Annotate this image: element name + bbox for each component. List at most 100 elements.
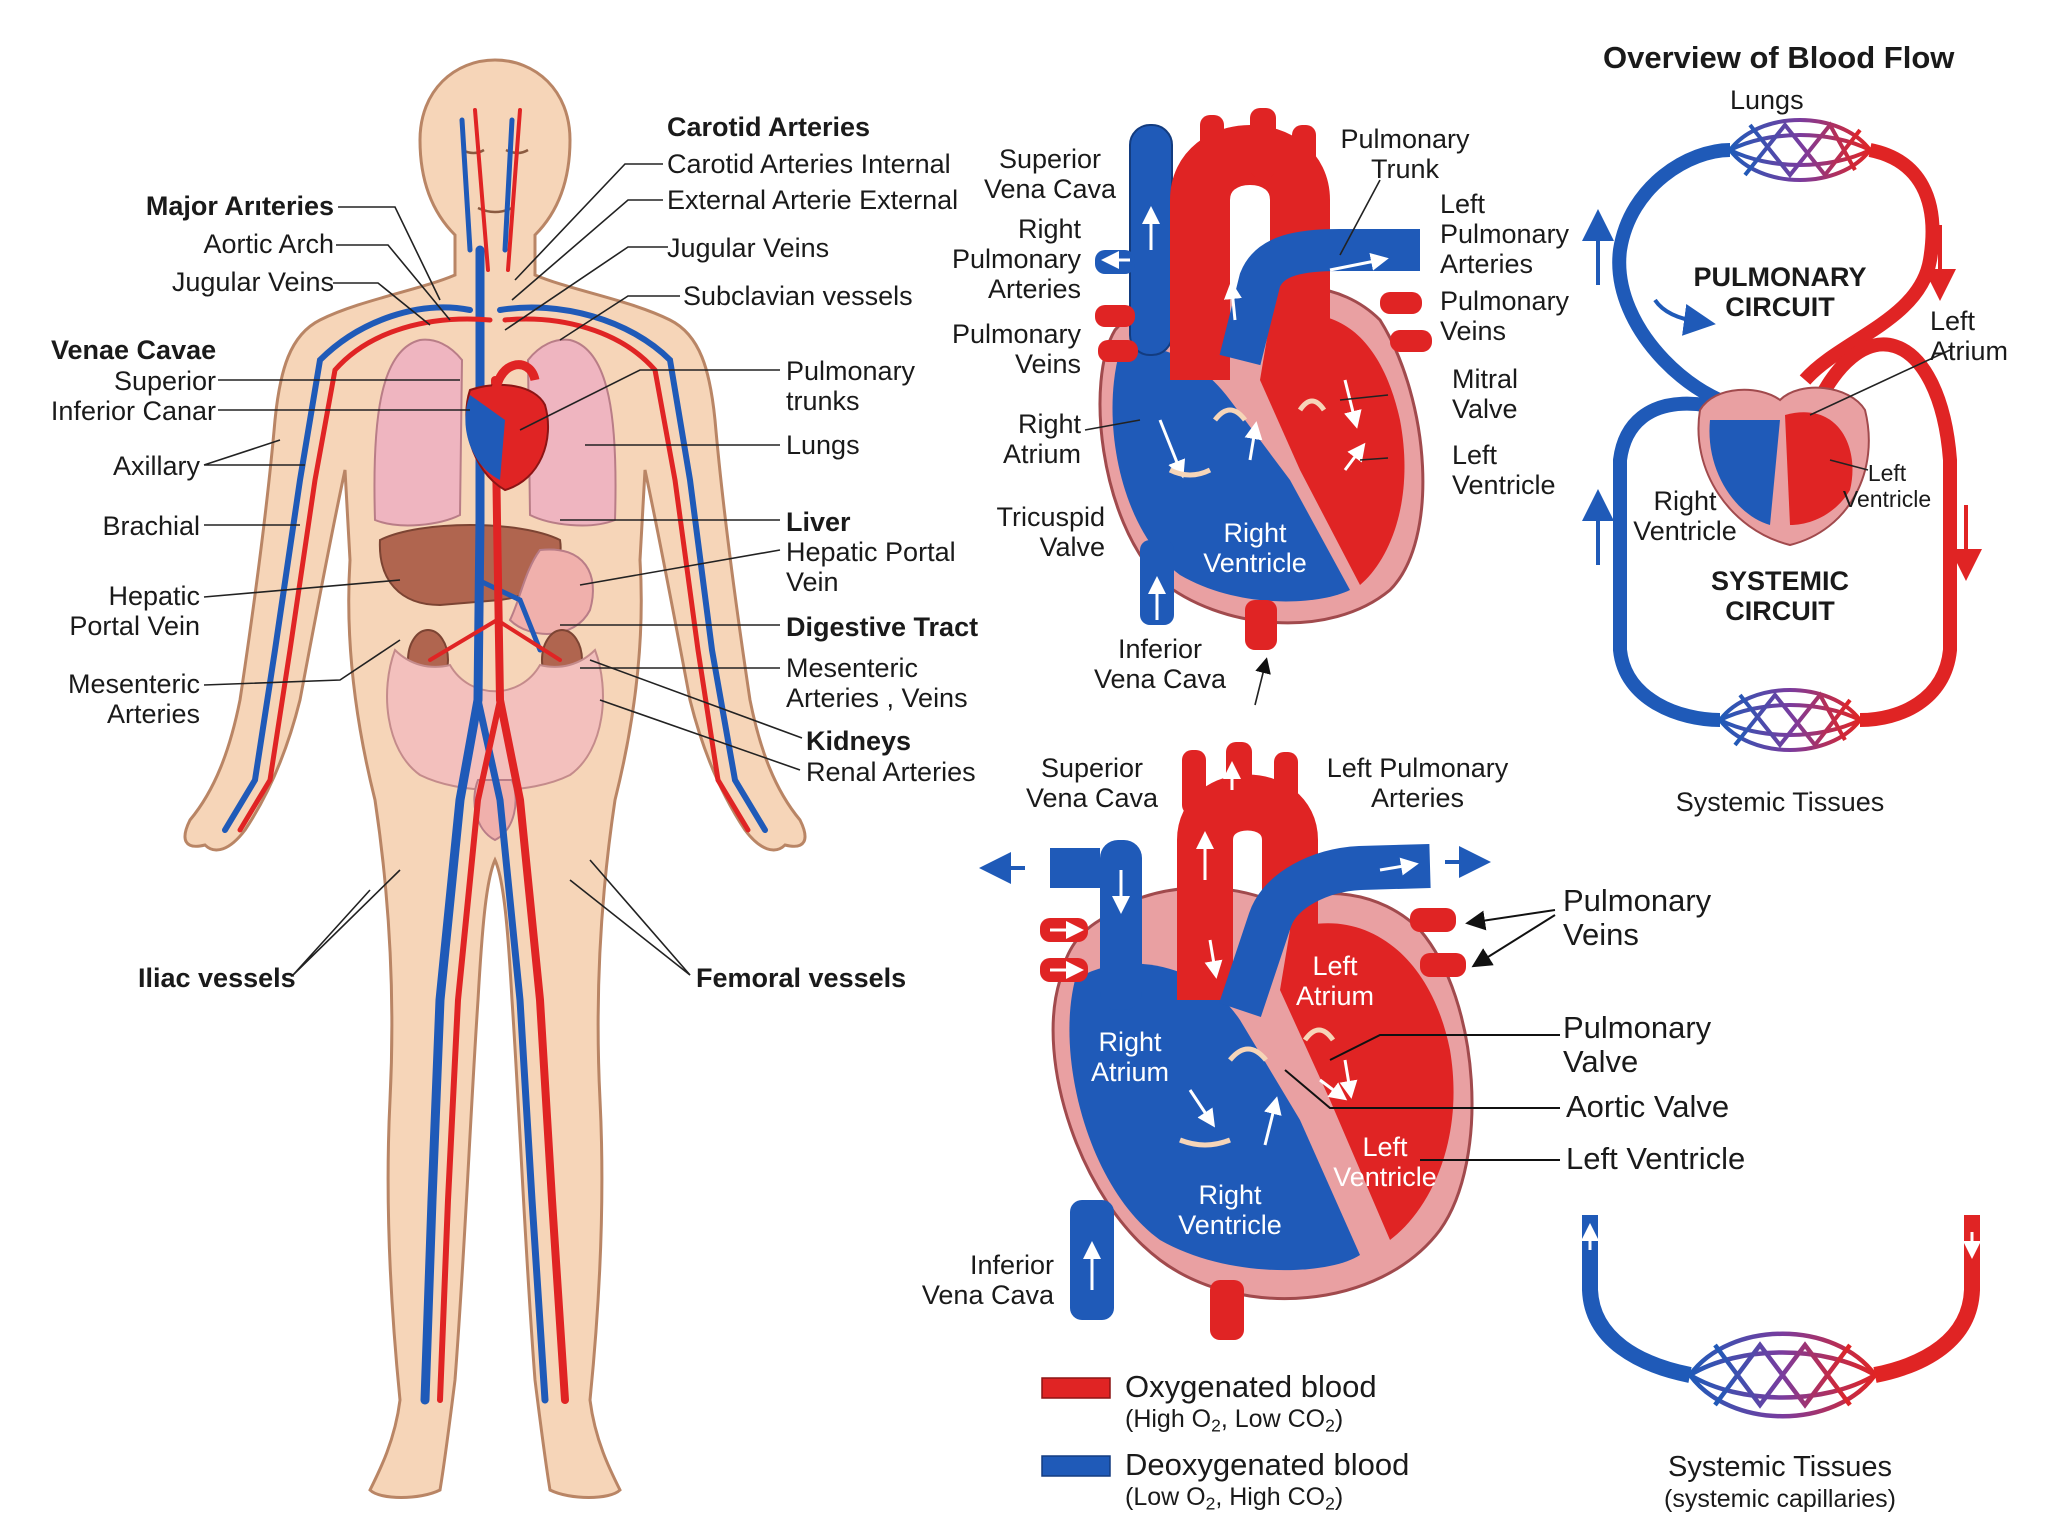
heart-top-pulmonary-trunk xyxy=(1219,229,1420,366)
heart-top-pv-r1 xyxy=(1380,292,1422,314)
label-renal-arteries: Renal Arteries xyxy=(806,757,976,787)
label-bottom-left-ventricle-inner: Left Ventricle xyxy=(1333,1132,1437,1192)
systemic-capillaries-detail xyxy=(1581,1215,1981,1419)
heart-bottom-svc xyxy=(1100,840,1142,1010)
label-top-pulmonary-veins-right: Pulmonary Veins xyxy=(1440,286,1570,346)
legend-deoxygenated-label: Deoxygenated blood xyxy=(1125,1447,1410,1482)
label-bottom-right-ventricle: Right Ventricle xyxy=(1178,1180,1282,1240)
label-hepatic-portal-vein-right: Hepatic Portal Vein xyxy=(786,537,956,597)
label-digestive-tract: Digestive Tract xyxy=(786,612,979,642)
heart-top-pv-l1 xyxy=(1095,305,1135,327)
heart-top-descending-aorta xyxy=(1245,600,1277,650)
heart-bottom-left-side xyxy=(1280,923,1454,1240)
label-jugular-veins-left: Jugular Veins xyxy=(171,267,334,297)
overview-leader-la xyxy=(1809,349,1951,416)
label-bottom-pulmonary-veins: Pulmonary Veins xyxy=(1563,883,1712,952)
body-veins xyxy=(222,117,768,1405)
label-top-left-ventricle: Left Ventricle xyxy=(1452,440,1556,500)
overview-left-atrium: Left Atrium xyxy=(1930,306,2009,366)
heart-upper-diagram xyxy=(1095,108,1432,650)
label-external-arterie: External Arterie External xyxy=(667,185,959,215)
label-mesenteric-av: Mesenteric Arteries , Veins xyxy=(786,653,968,713)
heart-top-leader-lines xyxy=(1084,179,1389,706)
label-inferior-canar: Inferior Canar xyxy=(50,396,216,426)
label-carotid-internal: Carotid Arteries Internal xyxy=(667,149,951,179)
label-hepatic-portal-vein-left: Hepatic Portal Vein xyxy=(69,581,200,641)
label-brachial: Brachial xyxy=(102,511,200,541)
heart-top-aorta-branch-1 xyxy=(1200,115,1224,185)
label-top-svc: Superior Vena Cava xyxy=(983,144,1117,204)
human-body-figure xyxy=(183,58,807,1499)
heart-lower-diagram xyxy=(979,742,1491,1340)
systemic-capillaries xyxy=(1718,688,1862,752)
label-bottom-left-atrium: Left Atrium xyxy=(1295,951,1374,1011)
heart-top-aorta-branch-2 xyxy=(1250,108,1276,178)
heart-bottom-valves xyxy=(1179,1027,1336,1148)
overview-arrow-curve xyxy=(1653,298,1716,336)
overview-title: Overview of Blood Flow xyxy=(1603,40,1955,75)
cap-detail-blue-vessel xyxy=(1582,1215,1692,1383)
capillaries-sub: (systemic capillaries) xyxy=(1664,1485,1896,1513)
label-lungs: Lungs xyxy=(786,430,860,460)
heart-bottom-flow-arrows xyxy=(1050,761,1419,1290)
legend-oxygenated-detail: (High O2, Low CO2) xyxy=(1125,1405,1344,1436)
label-top-left-pulmonary-arteries: Left Pulmonary Arteries xyxy=(1440,189,1570,279)
body-leader-lines xyxy=(203,163,803,976)
heart-top-aorta-branch-3 xyxy=(1292,125,1316,195)
label-bottom-aortic-valve: Aortic Valve xyxy=(1566,1089,1730,1124)
overview-lungs: Lungs xyxy=(1730,85,1804,115)
right-lung xyxy=(526,338,617,527)
label-top-pulmonary-trunk: Pulmonary Trunk xyxy=(1340,124,1470,184)
label-jugular-veins-right: Jugular Veins xyxy=(667,233,830,263)
label-top-right-ventricle: Right Ventricle xyxy=(1203,518,1307,578)
blood-flow-overview xyxy=(1582,118,1982,752)
legend-deoxygenated-detail: (Low O2, High CO2) xyxy=(1125,1483,1344,1514)
label-femoral-vessels: Femoral vessels xyxy=(696,963,907,993)
label-top-ivc: Inferior Vena Cava xyxy=(1093,634,1227,694)
heart-bottom-pv-r1 xyxy=(1410,908,1456,932)
overview-heart-left xyxy=(1785,412,1853,525)
heart-top-pv-l2 xyxy=(1098,340,1138,362)
overview-pulmonary-circuit: PULMONARY CIRCUIT xyxy=(1693,262,1867,322)
lung-capillaries xyxy=(1728,118,1872,182)
systemic-loop-red xyxy=(1803,337,1957,727)
heart-bottom-aorta-branch-2 xyxy=(1226,742,1252,807)
label-bottom-svc: Superior Vena Cava xyxy=(1025,753,1159,813)
label-liver: Liver xyxy=(786,507,851,537)
heart-bottom-leader-lines xyxy=(1284,909,1560,1161)
overview-right-ventricle: Right Ventricle xyxy=(1633,486,1737,546)
label-superior: Superior xyxy=(113,366,216,396)
heart-bottom-pv-r2 xyxy=(1420,953,1466,977)
label-bottom-left-ventricle: Left Ventricle xyxy=(1566,1141,1746,1176)
heart-bottom-pulmonary-trunk xyxy=(1219,844,1431,1017)
capillaries-label: Systemic Tissues xyxy=(1668,1451,1892,1483)
heart-top-pa-left xyxy=(1095,250,1135,274)
pulmonary-loop-blue xyxy=(1612,143,1761,417)
label-carotid-arteries: Carotid Arteries xyxy=(667,112,871,142)
aortic-arch-body xyxy=(490,360,540,401)
legend-swatch-deoxygenated xyxy=(1041,1455,1111,1477)
heart-top-right-side xyxy=(1112,347,1350,602)
pulmonary-loop-red xyxy=(1799,143,1940,385)
label-kidneys: Kidneys xyxy=(806,726,912,756)
label-major-arteries: Major Arıteries xyxy=(145,191,334,221)
label-iliac-vessels: Iliac vessels xyxy=(138,963,296,993)
label-top-right-pulmonary-arteries: Right Pulmonary Arteries xyxy=(951,214,1081,304)
heart-bottom-aorta-branch-3 xyxy=(1274,752,1298,817)
label-top-tricuspid-valve: Tricuspid Valve xyxy=(996,502,1105,562)
overview-systemic-tissues: Systemic Tissues xyxy=(1675,787,1885,817)
label-top-right-atrium: Right Atrium xyxy=(1002,409,1081,469)
label-bottom-pulmonary-valve: Pulmonary Valve xyxy=(1563,1010,1712,1079)
overview-left-ventricle: Left Ventricle xyxy=(1842,460,1932,512)
heart-top-valves xyxy=(1168,398,1327,478)
label-pulmonary-trunks: Pulmonary trunks xyxy=(786,356,916,416)
overview-systemic-circuit: SYSTEMIC CIRCUIT xyxy=(1710,566,1850,626)
heart-bottom-descending-aorta xyxy=(1210,1280,1244,1340)
label-top-pulmonary-veins-left: Pulmonary Veins xyxy=(951,319,1081,379)
cap-detail-network xyxy=(1688,1331,1877,1419)
overview-heart-right xyxy=(1709,420,1780,525)
body-arteries xyxy=(237,108,751,1404)
legend-swatch-oxygenated xyxy=(1041,1377,1111,1399)
heart-top-pv-r2 xyxy=(1390,330,1432,352)
